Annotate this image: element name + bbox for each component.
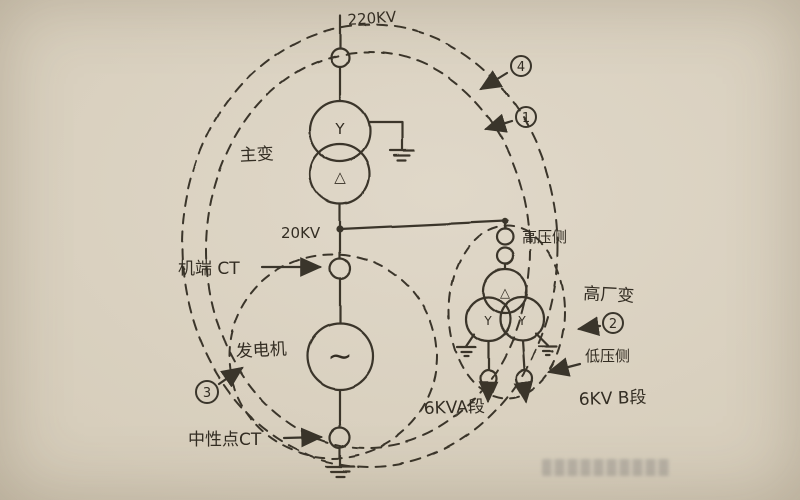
zone-3-number: 3 xyxy=(203,386,211,401)
zone-2-badge xyxy=(602,312,624,334)
label-neutral-ct: 中性点CT xyxy=(188,430,262,450)
neutral-ground-lead xyxy=(368,120,404,152)
watermark xyxy=(542,459,670,476)
feeder-b-line xyxy=(520,339,526,372)
aux-transformer-hv-winding-icon xyxy=(481,267,529,315)
zone-4-number: 4 xyxy=(517,60,525,75)
label-main-transformer: 主变 xyxy=(239,144,274,166)
label-220kv: 220KV xyxy=(347,8,398,29)
sine-wave-icon: ∼ xyxy=(327,339,352,374)
circuit xyxy=(305,14,559,478)
protection-zones xyxy=(181,24,566,468)
wye-winding-icon: Y xyxy=(517,314,526,328)
branch-corner-dot xyxy=(501,217,509,225)
label-generator: 发电机 xyxy=(235,339,287,362)
delta-winding-icon: △ xyxy=(500,286,510,301)
label-terminal-ct: 机端 CT xyxy=(178,259,240,279)
wye-winding-icon: Y xyxy=(334,120,345,138)
lv-ground-lead xyxy=(534,332,550,348)
zone-3-arrow xyxy=(217,366,244,388)
main-transformer-hv-winding-icon xyxy=(308,99,372,163)
zone-4-boundary xyxy=(181,24,559,468)
labels: 220KV 主变 20KV 机端 CT 发电机 中性点CT 高压侧 高厂变 低压… xyxy=(178,8,647,450)
winding-symbols: Y △ △ Y Y ∼ xyxy=(327,120,526,374)
label-20kv: 20KV xyxy=(281,224,321,242)
zone-1-number: 1 xyxy=(522,111,530,126)
feeder-a-ct-icon xyxy=(478,368,498,388)
delta-winding-icon: △ xyxy=(334,168,346,186)
lv-side-pointer-arrow xyxy=(546,357,582,377)
aux-hv-ct-icon xyxy=(495,246,515,266)
zone-badges: 4 1 2 3 xyxy=(195,55,624,404)
zone-2-number: 2 xyxy=(609,317,617,332)
aux-hv-ct-icon xyxy=(495,227,515,247)
zone-3-badge xyxy=(195,380,219,404)
zone-2-boundary xyxy=(448,225,566,399)
label-lv-side: 低压侧 xyxy=(585,347,630,365)
label-section-a: 6KVA段 xyxy=(423,397,485,419)
zone-3-boundary xyxy=(228,253,438,459)
label-hv-side: 高压侧 xyxy=(522,228,567,246)
zone-4-badge xyxy=(510,55,532,77)
neutral-ct-pointer-arrow xyxy=(282,427,324,448)
zone-2-arrow xyxy=(576,316,602,337)
zone-1-arrow xyxy=(483,113,514,133)
zone-1-badge xyxy=(515,106,537,128)
terminal-ct-icon xyxy=(328,256,352,280)
lv-ground-lead xyxy=(464,332,476,348)
aux-branch-line xyxy=(338,219,507,231)
label-section-b: 6KV B段 xyxy=(578,388,646,410)
zone-1-boundary xyxy=(205,51,531,449)
label-aux-transformer: 高厂变 xyxy=(583,284,635,307)
zone-4-arrow xyxy=(479,70,509,91)
pointer-arrows xyxy=(260,257,582,448)
wye-winding-icon: Y xyxy=(483,314,492,328)
feeder-b-arrow xyxy=(513,380,534,404)
